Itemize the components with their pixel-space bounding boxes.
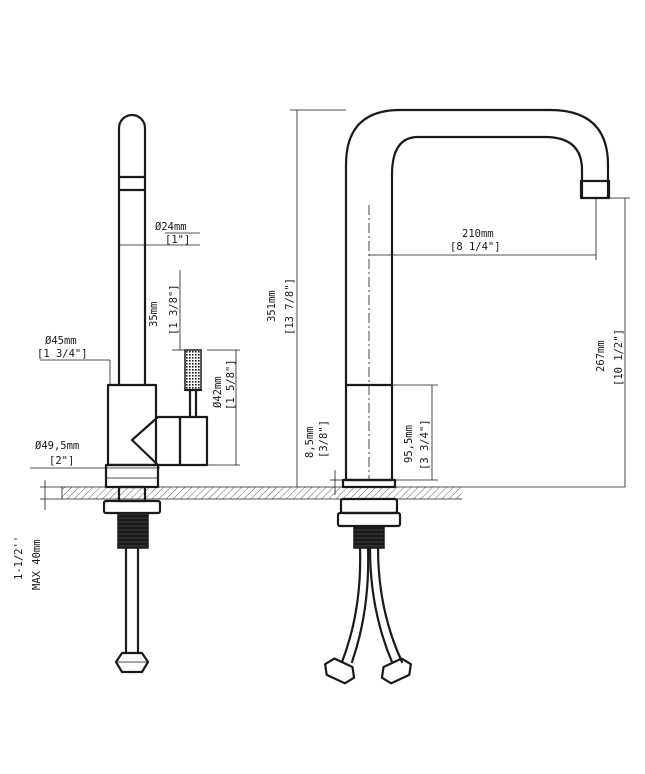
body-diameter-inch-label: [1 3/4"] bbox=[37, 348, 88, 360]
reach-label: 210mm bbox=[462, 228, 494, 240]
handle-height-inch-label: [1 3/8"] bbox=[168, 284, 180, 335]
body-height-label: 95,5mm bbox=[403, 425, 415, 463]
handle-height-label: 35mm bbox=[148, 302, 160, 327]
base-diameter-label: Ø49,5mm bbox=[35, 440, 79, 452]
spout-diameter-inch-label: [1"] bbox=[165, 234, 190, 246]
spout-diameter-label: Ø24mm bbox=[155, 221, 187, 233]
spout-clearance-inch-label: [10 1/2"] bbox=[613, 329, 625, 386]
thread-size-label: 1-1/2'' bbox=[13, 536, 25, 580]
countertop bbox=[61, 486, 625, 500]
side-view-faucet bbox=[102, 113, 209, 674]
body-diameter-label: Ø45mm bbox=[45, 335, 77, 347]
total-height-inch-label: [13 7/8"] bbox=[284, 278, 296, 335]
handle-diameter-inch-label: [1 5/8"] bbox=[225, 359, 237, 410]
body-height-inch-label: [3 3/4"] bbox=[419, 419, 431, 470]
handle-diameter-label: Ø42mm bbox=[212, 376, 224, 408]
side-view-dimensions bbox=[30, 232, 240, 510]
base-ring-height-inch-label: [3/8"] bbox=[318, 420, 330, 458]
base-diameter-inch-label: [2"] bbox=[49, 455, 74, 467]
front-view-dimensions bbox=[290, 109, 630, 495]
max-deck-thickness-label: MAX 40mm bbox=[31, 539, 43, 590]
dimension-labels: Ø24mm [1"] 35mm [1 3/8"] Ø45mm [1 3/4"] … bbox=[13, 221, 625, 590]
base-ring-height-label: 8,5mm bbox=[304, 426, 316, 458]
spout-clearance-label: 267mm bbox=[595, 340, 607, 372]
front-view-faucet bbox=[323, 108, 611, 685]
reach-inch-label: [8 1/4"] bbox=[450, 241, 501, 253]
total-height-label: 351mm bbox=[266, 290, 278, 322]
